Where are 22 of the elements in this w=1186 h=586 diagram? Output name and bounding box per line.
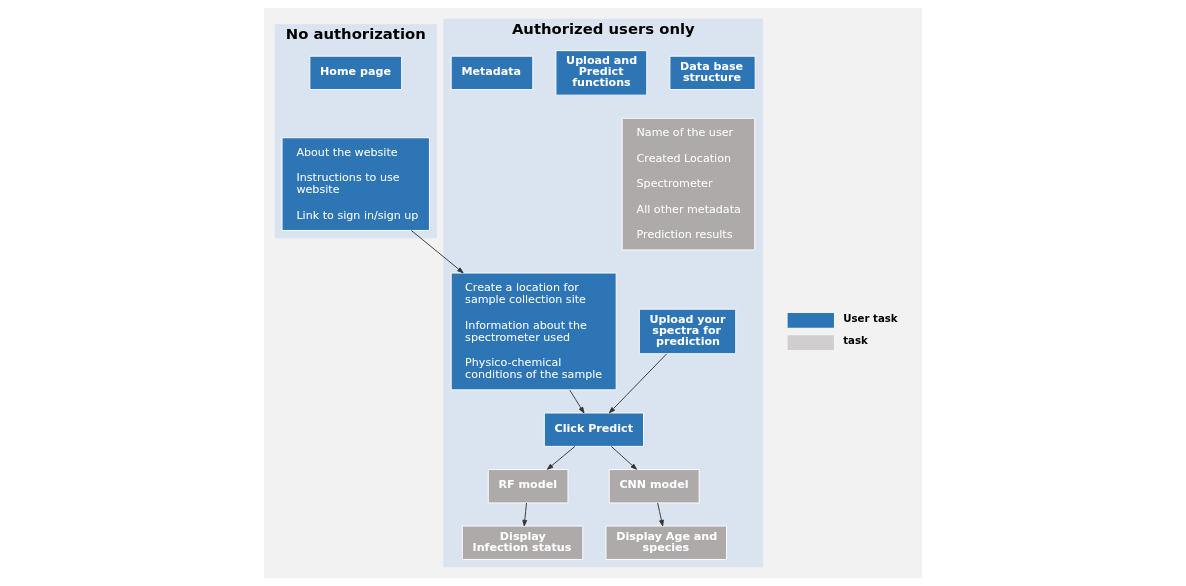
node-box: Display Infection status [461, 525, 584, 560]
legend-label: task [843, 335, 868, 347]
arrow [610, 445, 638, 470]
node-box: Create a location for sample collection site Information about the spectrometer used Physico-chemical conditions of the sample [450, 272, 617, 391]
node-box: Display Age and species [605, 525, 727, 560]
node-box: About the website Instructions to use website Link to sign in/sign up [281, 137, 430, 231]
arrow [569, 389, 585, 414]
node-box: RF model [487, 469, 569, 504]
arrow [522, 502, 528, 527]
arrow [657, 502, 664, 527]
legend-label: User task [843, 313, 898, 325]
arrow [608, 353, 668, 414]
node-box: Name of the user Created Location Spectrometer All other metadata Prediction results [621, 117, 756, 251]
node-box: Data base structure [669, 55, 756, 91]
node-box: Upload your spectra for prediction [638, 308, 737, 355]
arrow [410, 230, 464, 274]
node-box: CNN model [608, 469, 700, 504]
node-box: Home page [309, 55, 403, 91]
node-box: Metadata [450, 55, 534, 91]
node-box: Upload and Predict functions [555, 50, 648, 96]
node-box: Click Predict [543, 412, 644, 447]
arrow [546, 445, 576, 470]
